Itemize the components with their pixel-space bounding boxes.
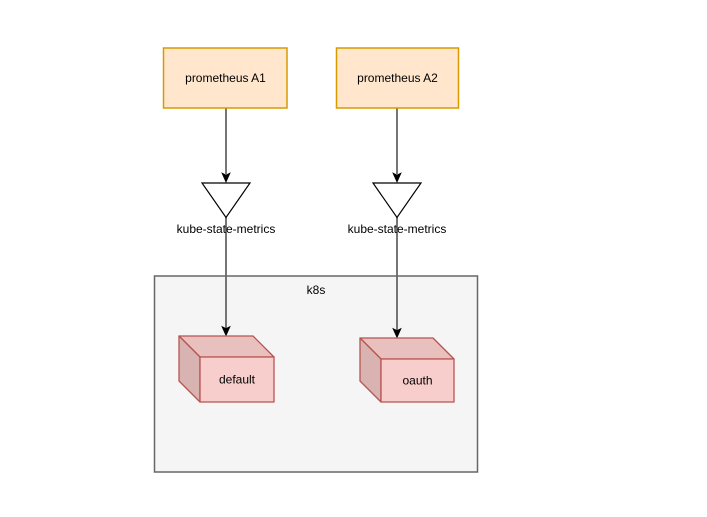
edge-collector-to-cube-default [221,217,231,337]
prometheus-a1-label: prometheus A1 [185,71,266,85]
inverted-triangle-icon [371,182,423,219]
node-collector-right: kube-state-metrics [348,182,447,236]
collector-left-label: kube-state-metrics [177,222,276,236]
k8s-container-label: k8s [307,283,326,297]
prometheus-a2-label: prometheus A2 [357,71,438,85]
node-collector-left: kube-state-metrics [177,182,276,236]
cube-front-face [199,356,275,403]
arrowhead-icon [392,172,402,183]
arrowhead-icon [221,325,231,337]
collector-right-label: kube-state-metrics [348,222,447,236]
edge-prometheus-a2-to-collector [392,108,402,183]
cube-oauth-label: oauth [402,374,432,388]
node-cube-default: default [178,335,275,403]
node-cube-oauth: oauth [359,337,455,403]
edge-prometheus-a1-to-collector [221,108,231,183]
prometheus-a1-box [162,47,288,109]
inverted-triangle-icon [200,182,252,219]
node-prometheus-a1: prometheus A1 [162,47,288,109]
arrowhead-icon [392,327,402,339]
edge-collector-to-cube-oauth [392,217,402,339]
node-prometheus-a2: prometheus A2 [335,47,460,109]
cube-default-label: default [219,373,256,387]
prometheus-a2-box [335,47,460,109]
arrowhead-icon [221,172,231,183]
cube-front-face [380,358,455,403]
